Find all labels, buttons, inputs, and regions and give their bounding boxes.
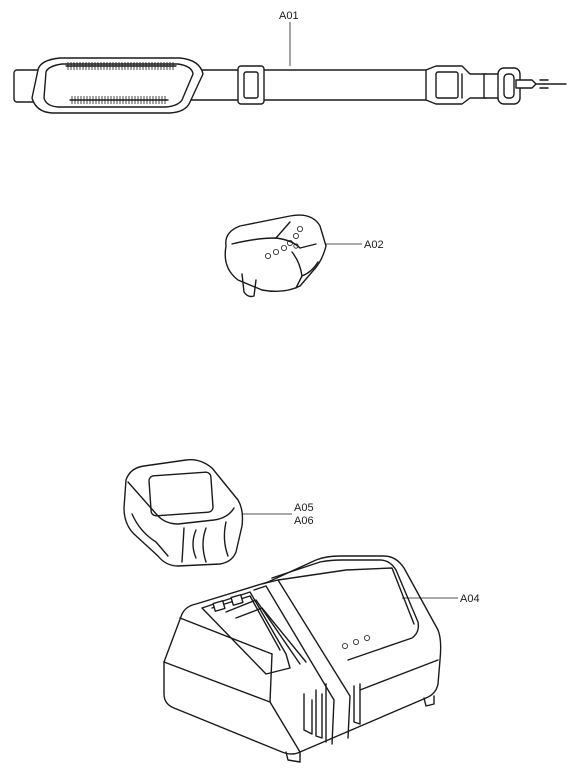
holster-part [224,214,327,298]
strap-part-label: A01 [279,10,299,22]
charger-led-indicators [341,635,370,650]
shoulder-strap-part [13,57,567,114]
charger-part-label: A04 [460,593,480,605]
holster-part-label: A02 [364,239,384,251]
charger-part [163,555,442,763]
battery-pack-part [123,458,244,567]
pad-ribbing [65,62,177,104]
battery-part-label-2: A06 [294,515,314,527]
battery-part-label-1: A05 [294,502,314,514]
holster-indicator-dots [264,225,303,259]
charger-vents [303,683,361,743]
